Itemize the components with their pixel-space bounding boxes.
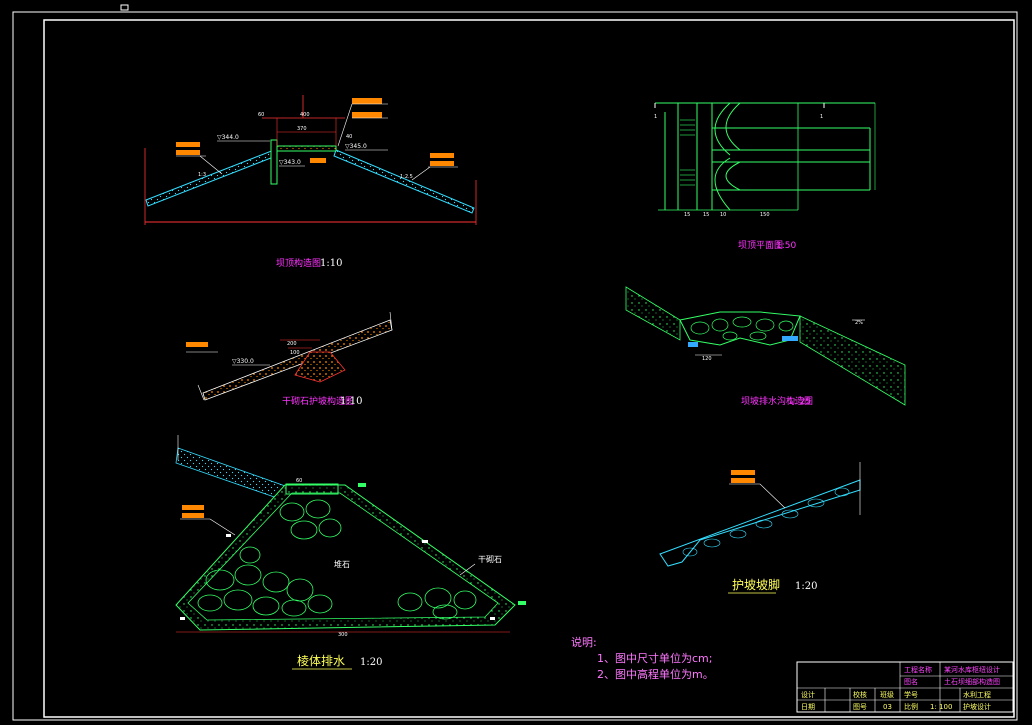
crest-section-scale: 1:10 xyxy=(320,258,342,269)
tb-drawing-label: 图名 xyxy=(904,677,918,686)
tb-project-value: 某河水库枢纽设计 xyxy=(944,665,1000,674)
tb-school: 学号 xyxy=(904,690,918,699)
tb-dept: 水利工程 xyxy=(963,690,991,699)
gan-qi-shi-label: 干砌石 xyxy=(478,555,502,564)
tb-sheet-value: 03 xyxy=(883,703,892,711)
tb-class: 班级 xyxy=(880,690,894,699)
tb-name: 护坡设计 xyxy=(963,702,991,711)
svg-text:1: 1 xyxy=(654,114,657,120)
svg-text:370: 370 xyxy=(297,126,307,132)
notes-line-1: 1、图中尺寸单位为cm; xyxy=(597,651,712,665)
svg-text:▽343.0: ▽343.0 xyxy=(279,159,301,166)
notes-line-2: 2、图中高程单位为m。 xyxy=(597,667,714,681)
svg-text:▽330.0: ▽330.0 xyxy=(232,358,254,365)
prism-drain-title: 棱体排水 xyxy=(297,653,345,668)
drain-ditch-scale: 1: 25 xyxy=(788,397,811,407)
svg-text:10: 10 xyxy=(720,212,726,218)
prism-drain-scale: 1:20 xyxy=(360,657,382,668)
svg-text:150: 150 xyxy=(760,212,770,218)
svg-text:1:3: 1:3 xyxy=(198,172,206,178)
dry-masonry-scale: 1:10 xyxy=(340,396,362,407)
svg-text:1:2.5: 1:2.5 xyxy=(400,174,413,180)
slope-toe-view[interactable] xyxy=(659,462,861,567)
viewport-marker[interactable] xyxy=(120,4,129,11)
prism-drain-view[interactable]: 300 60 xyxy=(175,435,526,638)
crest-section-title: 坝顶构造图 xyxy=(276,257,321,269)
tb-project-label: 工程名称 xyxy=(904,665,932,674)
crest-plan-title: 坝顶平面图 xyxy=(738,240,783,251)
slope-toe-title: 护坡坡脚 xyxy=(732,577,780,592)
tb-sheet-label: 图号 xyxy=(853,703,867,711)
svg-text:120: 120 xyxy=(702,356,712,362)
svg-text:400: 400 xyxy=(300,112,310,118)
tb-drawing-value: 土石坝细部构造图 xyxy=(944,677,1000,686)
dry-masonry-title: 干砌石护坡构造图 xyxy=(282,395,354,407)
crest-plan-scale: 1:50 xyxy=(776,241,796,251)
slope-toe-scale: 1:20 xyxy=(795,581,817,592)
svg-text:▽344.0: ▽344.0 xyxy=(217,134,239,141)
tb-scale-label: 比例 xyxy=(904,702,918,711)
tb-designer: 设计 xyxy=(801,690,815,699)
svg-text:40: 40 xyxy=(346,134,352,140)
svg-text:1: 1 xyxy=(820,114,823,120)
svg-text:2%: 2% xyxy=(855,320,863,326)
crest-plan-view[interactable]: 15 15 10 150 1 1 xyxy=(654,102,876,218)
svg-text:15: 15 xyxy=(684,212,690,218)
outer-border xyxy=(12,11,1018,721)
svg-text:▽345.0: ▽345.0 xyxy=(345,143,367,150)
svg-text:200: 200 xyxy=(287,341,297,347)
crest-section-view[interactable]: 400 370 60 40 ▽344.0 ▽345.0 ▽343.0 1:3 1… xyxy=(144,95,477,225)
drain-ditch-title: 坝坡排水沟构造图 xyxy=(741,395,813,407)
inner-border xyxy=(43,19,1015,718)
svg-text:15: 15 xyxy=(703,212,709,218)
tb-scale-value: 1: 100 xyxy=(930,703,952,711)
svg-text:100: 100 xyxy=(290,350,300,356)
dui-shi-label: 堆石 xyxy=(334,559,350,569)
notes-heading: 说明: xyxy=(571,635,597,649)
drain-ditch-view[interactable]: 120 2% xyxy=(625,286,906,406)
svg-text:60: 60 xyxy=(296,478,302,484)
tb-date: 日期 xyxy=(801,703,815,711)
svg-text:300: 300 xyxy=(338,632,348,638)
dry-masonry-slope-view[interactable]: 200 100 ▽330.0 xyxy=(186,311,393,401)
svg-text:60: 60 xyxy=(258,112,264,118)
title-block[interactable] xyxy=(796,661,1014,713)
tb-checker: 校核 xyxy=(853,690,867,699)
